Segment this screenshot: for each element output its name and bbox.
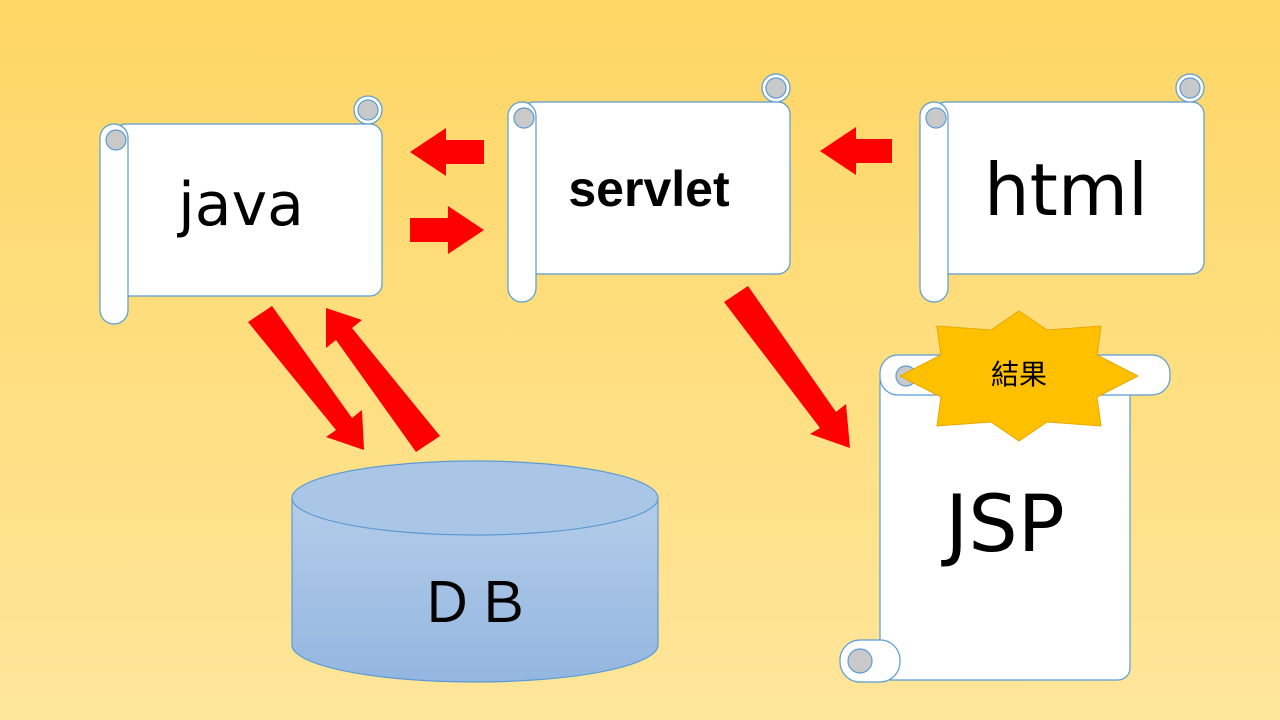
db-label: ＤＢ	[419, 571, 531, 636]
jsp-label: JSP	[945, 480, 1065, 570]
arrow-java-to-db	[248, 306, 364, 450]
arrow-java-to-servlet	[410, 206, 484, 254]
java-scroll	[99, 95, 383, 325]
html-label: html	[983, 148, 1148, 232]
result-badge-label: 結果	[990, 358, 1047, 391]
servlet-scroll	[507, 73, 791, 303]
result-badge-star	[898, 310, 1140, 442]
arrow-servlet-to-java	[410, 128, 484, 176]
arrow-db-to-java	[326, 308, 440, 452]
html-scroll	[919, 73, 1205, 303]
db-cylinder	[291, 460, 659, 683]
arrow-html-to-servlet	[820, 127, 892, 175]
servlet-label: servlet	[568, 161, 730, 217]
java-label: java	[178, 170, 304, 240]
arrow-servlet-to-jsp	[724, 286, 850, 448]
